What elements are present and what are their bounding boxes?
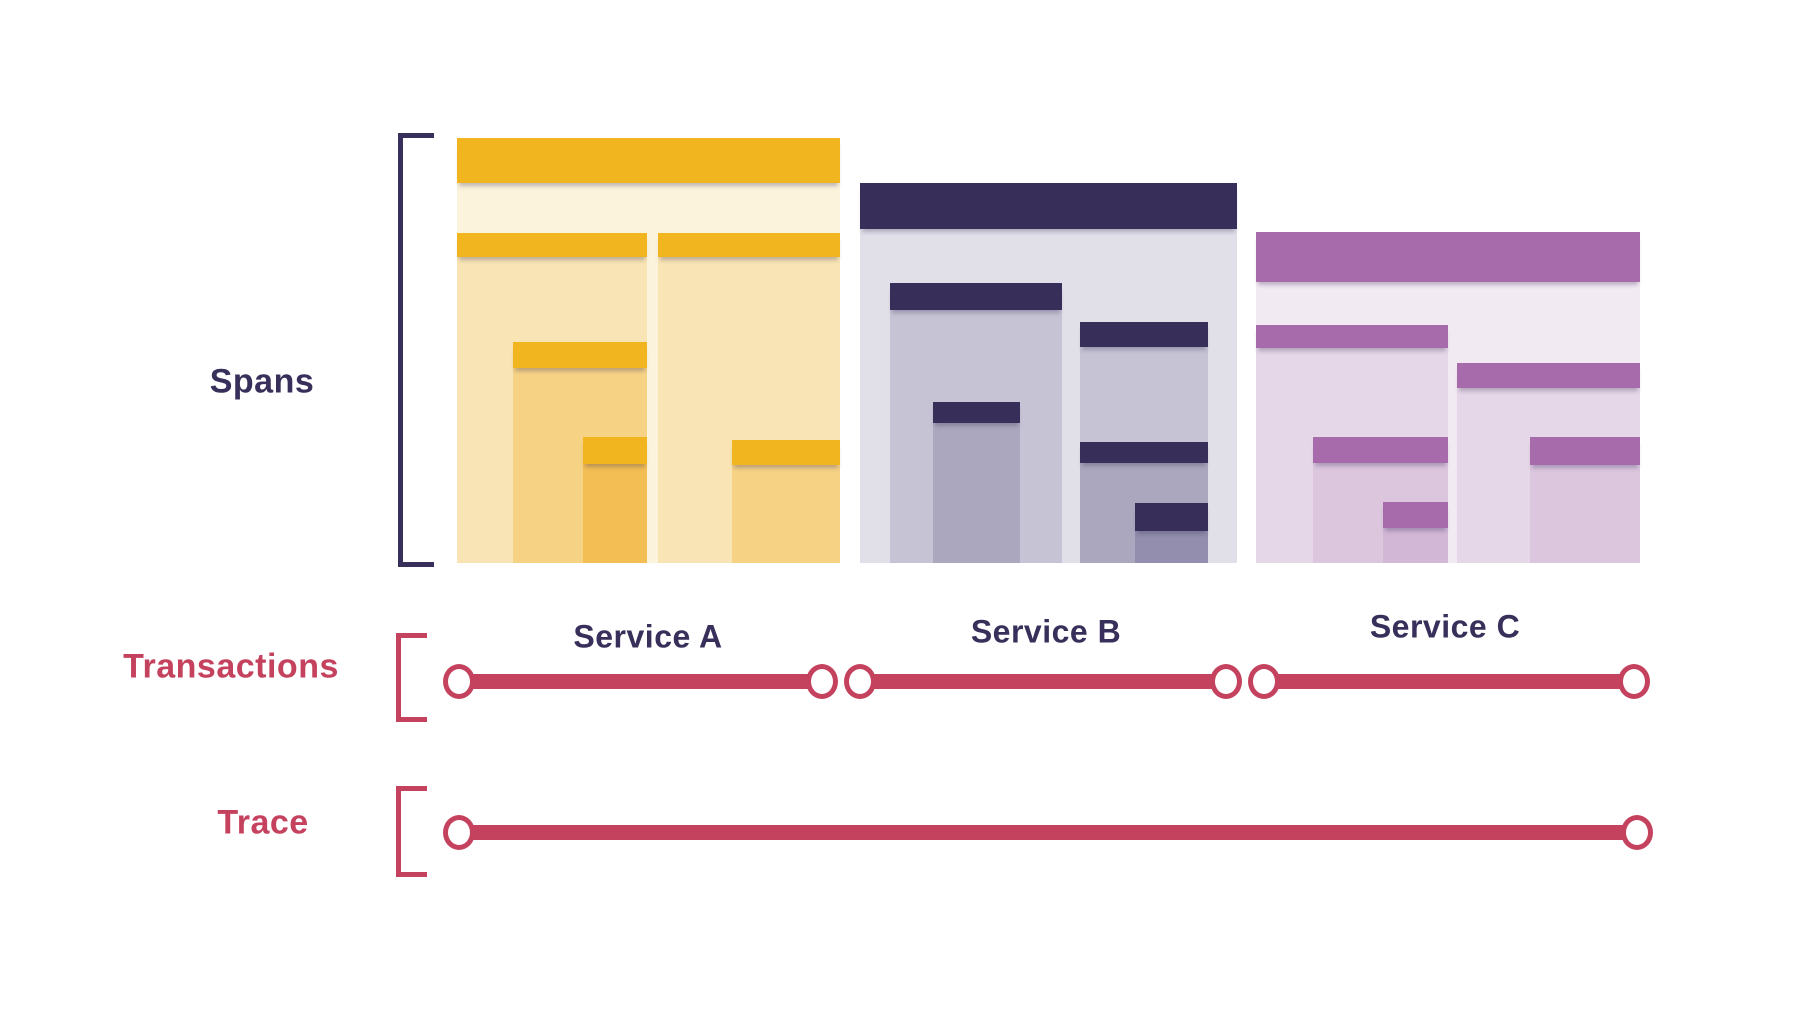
service-b-span-2-header bbox=[933, 402, 1020, 423]
service-a-span-1-header bbox=[457, 233, 647, 257]
transaction-endpoint-circle bbox=[806, 664, 838, 699]
service-c-top-bar bbox=[1256, 232, 1640, 282]
service-b-span-2-body bbox=[933, 423, 1020, 563]
transactions-label: Transactions bbox=[123, 647, 339, 686]
service-a-block bbox=[457, 138, 840, 563]
service-b-span-3-header bbox=[1080, 322, 1208, 347]
transaction-endpoint-circle bbox=[1248, 664, 1280, 699]
service-a-span-4-header bbox=[583, 437, 647, 464]
spans-bracket bbox=[398, 133, 434, 567]
service-b-label: Service B bbox=[970, 613, 1122, 650]
service-a-span-2-header bbox=[658, 233, 840, 257]
service-b-span-5-body bbox=[1135, 531, 1208, 563]
transaction-line-2 bbox=[860, 674, 1226, 689]
service-b-block bbox=[860, 183, 1237, 563]
service-c-span-5-header bbox=[1530, 437, 1640, 465]
service-a-span-5-body bbox=[732, 465, 840, 563]
service-a-label: Service A bbox=[573, 618, 723, 655]
trace-endpoint-circle bbox=[443, 815, 475, 850]
service-c-span-1-header bbox=[1256, 325, 1448, 348]
service-a-span-4-body bbox=[583, 464, 647, 563]
service-b-span-5-header bbox=[1135, 503, 1208, 531]
transaction-endpoint-circle bbox=[844, 664, 876, 699]
service-a-span-5-header bbox=[732, 440, 840, 465]
transaction-line-3 bbox=[1264, 674, 1634, 689]
service-c-span-3-body bbox=[1383, 528, 1448, 563]
trace-label: Trace bbox=[217, 803, 309, 842]
service-a-span-3-header bbox=[513, 342, 647, 368]
trace-line-1 bbox=[459, 825, 1637, 840]
transactions-bracket bbox=[396, 633, 427, 722]
transaction-endpoint-circle bbox=[1618, 664, 1650, 699]
service-c-span-3-header bbox=[1383, 502, 1448, 528]
service-c-span-2-header bbox=[1313, 437, 1448, 463]
service-c-span-5-body bbox=[1530, 465, 1640, 563]
transaction-endpoint-circle bbox=[443, 664, 475, 699]
transaction-line-1 bbox=[459, 674, 822, 689]
service-b-top-bar bbox=[860, 183, 1237, 229]
service-b-span-4-header bbox=[1080, 442, 1208, 463]
service-b-span-1-header bbox=[890, 283, 1062, 310]
trace-endpoint-circle bbox=[1621, 815, 1653, 850]
service-c-span-4-header bbox=[1457, 363, 1640, 388]
service-a-top-bar bbox=[457, 138, 840, 183]
trace-bracket bbox=[396, 786, 427, 877]
spans-label: Spans bbox=[209, 362, 315, 401]
service-c-label: Service C bbox=[1369, 608, 1521, 645]
transaction-endpoint-circle bbox=[1210, 664, 1242, 699]
service-c-block bbox=[1256, 232, 1640, 563]
